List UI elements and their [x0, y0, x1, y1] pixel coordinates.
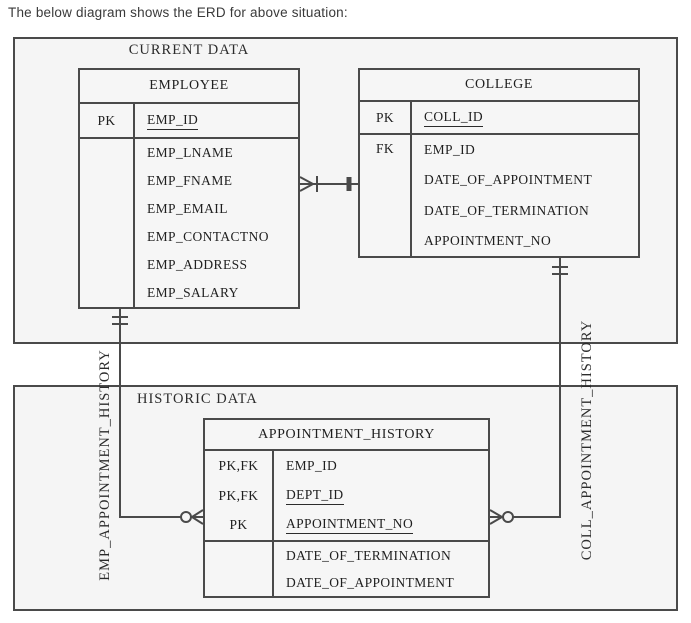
entity-appointment-history: APPOINTMENT_HISTORY PK,FK PK,FK PK EMP_I… — [203, 418, 490, 598]
college-attr: DATE_OF_APPOINTMENT — [424, 172, 593, 188]
relationship-label-emp-appointment-history: EMP_APPOINTMENT_HISTORY — [97, 349, 113, 581]
current-data-label: CURRENT DATA — [128, 42, 250, 58]
entity-college: COLLEGE PK COLL_ID FK EMP_ID DATE_OF_APP… — [358, 68, 640, 258]
appointment-history-attr: DEPT_ID — [274, 481, 488, 511]
college-pk-attr: COLL_ID — [412, 102, 638, 133]
page-caption: The below diagram shows the ERD for abov… — [8, 5, 348, 20]
entity-employee: EMPLOYEE PK EMP_ID EMP_LNAME EMP_FNAME E… — [78, 68, 300, 309]
employee-attr: EMP_ADDRESS — [147, 257, 248, 272]
appointment-history-attr-section: DATE_OF_TERMINATION DATE_OF_APPOINTMENT — [205, 542, 488, 596]
appointment-history-empty-key-column — [205, 542, 274, 596]
college-attr: DATE_OF_TERMINATION — [424, 202, 590, 218]
appointment-history-attr: APPOINTMENT_NO — [274, 510, 488, 540]
employee-pk-attr: EMP_ID — [135, 104, 298, 137]
appointment-history-attr: EMP_ID — [286, 457, 338, 473]
employee-attr: EMP_LNAME — [147, 145, 234, 160]
entity-appointment-history-title: APPOINTMENT_HISTORY — [205, 420, 488, 451]
historic-data-label: HISTORIC DATA — [137, 391, 258, 407]
employee-key-column — [80, 139, 135, 307]
college-attr: EMP_ID — [424, 142, 476, 158]
college-fk-badge: FK — [360, 135, 412, 256]
employee-attributes: EMP_LNAME EMP_FNAME EMP_EMAIL EMP_CONTAC… — [135, 139, 298, 307]
entity-college-title: COLLEGE — [360, 70, 638, 102]
appointment-history-attr: DATE_OF_TERMINATION — [286, 547, 452, 563]
college-body: FK EMP_ID DATE_OF_APPOINTMENT DATE_OF_TE… — [360, 135, 638, 256]
employee-attr: EMP_FNAME — [147, 173, 233, 188]
employee-body: EMP_LNAME EMP_FNAME EMP_EMAIL EMP_CONTAC… — [80, 139, 298, 307]
appointment-history-key-column: PK,FK PK,FK PK — [205, 451, 274, 540]
college-pk-badge: PK — [360, 102, 412, 133]
college-attributes: EMP_ID DATE_OF_APPOINTMENT DATE_OF_TERMI… — [412, 135, 638, 256]
appointment-history-key-section: PK,FK PK,FK PK EMP_ID DEPT_ID APPOINTMEN… — [205, 451, 488, 542]
relationship-label-coll-appointment-history: COLL_APPOINTMENT_HISTORY — [579, 319, 595, 561]
employee-pk-badge: PK — [80, 104, 135, 137]
appointment-history-attr: DATE_OF_APPOINTMENT — [286, 574, 455, 590]
employee-attr: EMP_EMAIL — [147, 201, 228, 216]
employee-pk-row: PK EMP_ID — [80, 104, 298, 139]
appointment-history-key-badge: PK — [229, 517, 248, 533]
employee-attr: EMP_SALARY — [147, 285, 239, 300]
appointment-history-key-badge: PK,FK — [218, 457, 259, 473]
appointment-history-attributes: DATE_OF_TERMINATION DATE_OF_APPOINTMENT — [274, 542, 488, 596]
college-pk-row: PK COLL_ID — [360, 102, 638, 135]
employee-attr: EMP_CONTACTNO — [147, 229, 269, 244]
appointment-history-key-badge: PK,FK — [218, 487, 259, 503]
appointment-history-key-attrs: EMP_ID DEPT_ID APPOINTMENT_NO — [274, 451, 488, 540]
college-attr: APPOINTMENT_NO — [424, 232, 552, 248]
entity-employee-title: EMPLOYEE — [80, 70, 298, 104]
